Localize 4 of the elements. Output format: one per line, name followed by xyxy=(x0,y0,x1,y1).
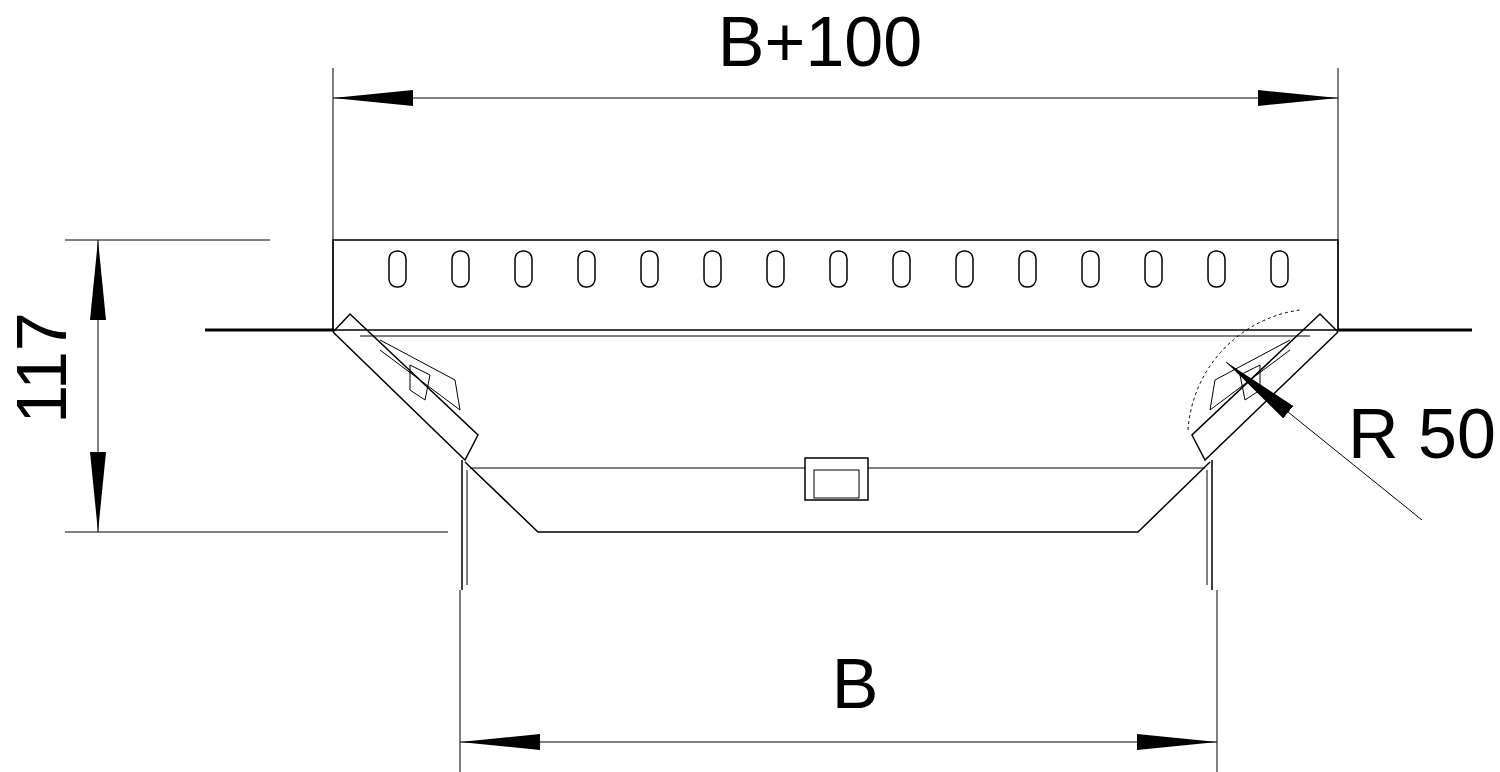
dimension-label: B+100 xyxy=(717,7,923,77)
dimension-label: R 50 xyxy=(1348,399,1496,469)
dimension-label: 117 xyxy=(7,312,77,424)
dimension-label: B xyxy=(831,649,879,719)
